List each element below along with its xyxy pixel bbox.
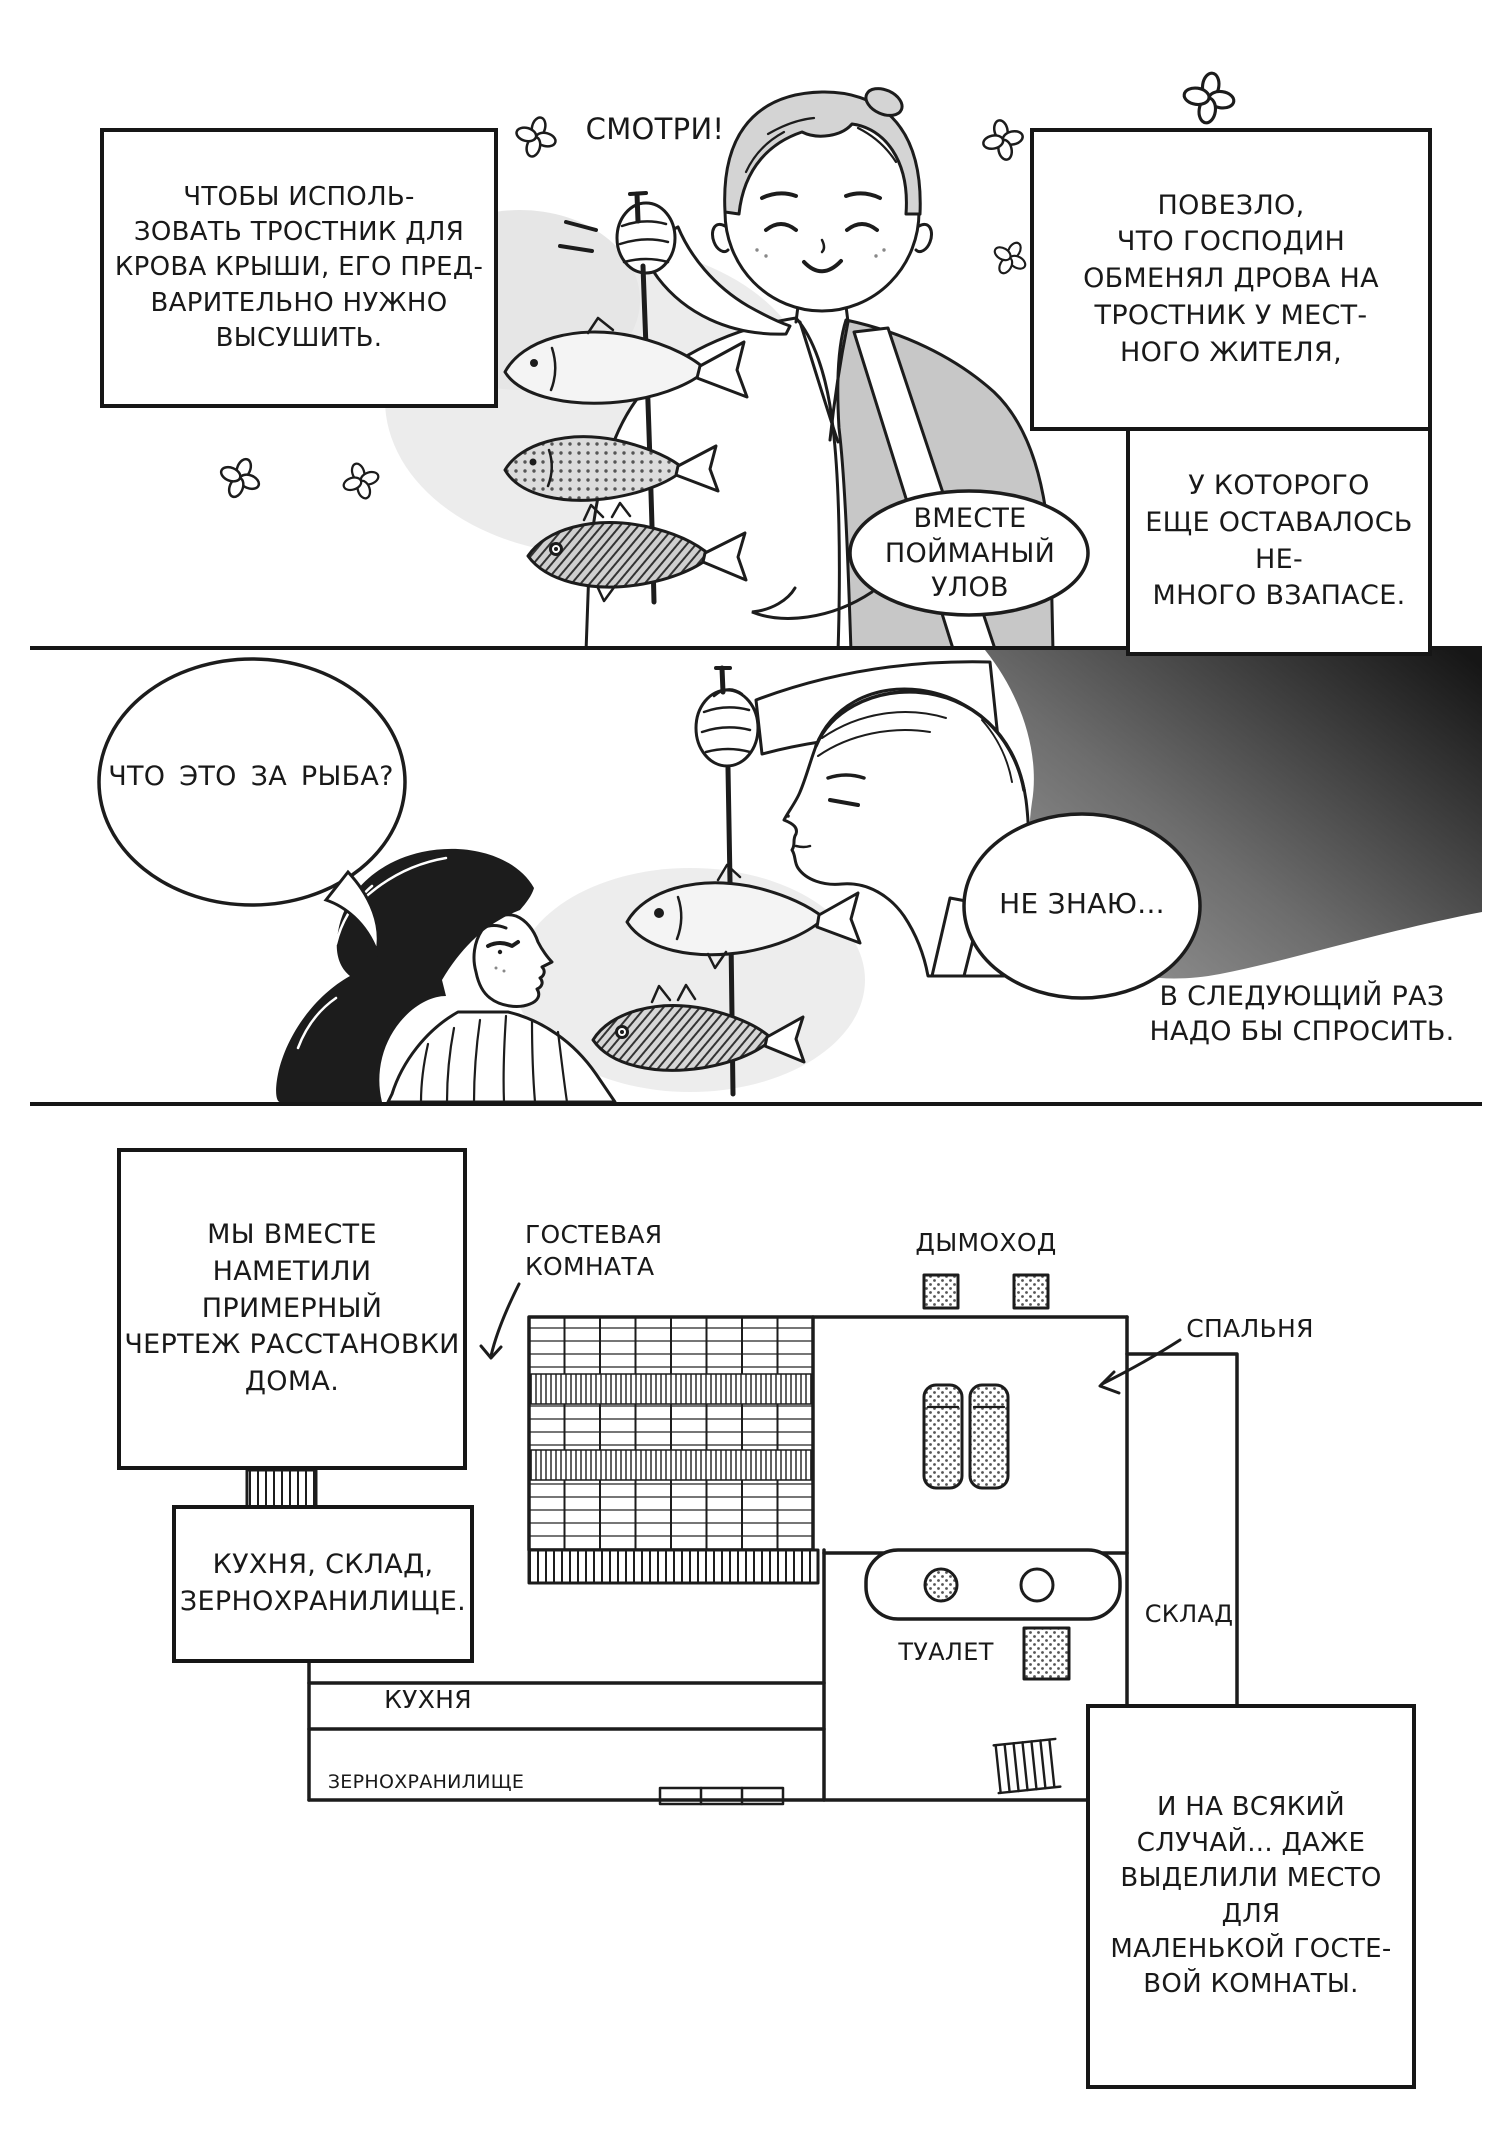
caption-box-plan: МЫ ВМЕСТЕ НАМЕТИЛИ ПРИМЕРНЫЙ ЧЕРТЕЖ РАСС… xyxy=(117,1148,467,1470)
label-bedroom: СПАЛЬНЯ xyxy=(1186,1314,1314,1343)
caption-next-time-text: В СЛЕДУЮЩИЙ РАЗ НАДО БЫ СПРОСИТЬ. xyxy=(1149,981,1455,1047)
caption-box-rooms: КУХНЯ, СКЛАД, ЗЕРНОХРАНИЛИЩЕ. xyxy=(172,1505,474,1663)
caption-box-guest-note: И НА ВСЯКИЙ СЛУЧАЙ... ДАЖЕ ВЫДЕЛИЛИ МЕСТ… xyxy=(1086,1704,1416,2089)
label-granary: ЗЕРНОХРАНИЛИЩЕ xyxy=(327,1770,525,1793)
label-kitchen: КУХНЯ xyxy=(384,1685,472,1714)
label-toilet: ТУАЛЕТ xyxy=(898,1637,994,1666)
label-storage: СКЛАД xyxy=(1144,1599,1234,1628)
panel2-frame xyxy=(30,646,1482,1106)
arrow-bedroom xyxy=(1098,1338,1182,1395)
speech-bubble-answer xyxy=(962,812,1202,1000)
bubble-question-text: ЧТО ЭТО ЗА РЫБА? xyxy=(108,760,394,792)
fish-icon-top xyxy=(503,316,749,405)
label-guest-room: ГОСТЕВАЯ КОМНАТА xyxy=(525,1220,663,1281)
panel2-artwork xyxy=(97,650,1482,1102)
bubble-catch-text: ВМЕСТЕ ПОЙМАНЫЙ УЛОВ xyxy=(884,503,1056,604)
arrow-guest-room xyxy=(479,1282,521,1360)
fish-icon-light xyxy=(625,863,862,970)
hearth-icon xyxy=(864,1548,1122,1621)
speech-bubble-catch xyxy=(751,489,1090,620)
toilet-square xyxy=(1022,1626,1071,1681)
fish-icon-hatched xyxy=(591,983,806,1072)
caption-connector xyxy=(245,1468,318,1511)
ladder-icon xyxy=(992,1737,1062,1795)
caption-box-reed: ЧТОБЫ ИСПОЛЬ- ЗОВАТЬ ТРОСТНИК ДЛЯ КРОВА … xyxy=(100,128,498,408)
fish-icon-bottom xyxy=(526,501,748,603)
speech-bubble-question xyxy=(97,657,407,958)
chimney-vents xyxy=(922,1273,1050,1310)
caption-box-trade: ПОВЕЗЛО, ЧТО ГОСПОДИН ОБМЕНЯЛ ДРОВА НА Т… xyxy=(1030,128,1432,431)
label-chimney: ДЫМОХОД xyxy=(915,1228,1057,1257)
panel3-floor-plan xyxy=(245,1273,1239,1806)
bed-icons xyxy=(922,1383,1010,1490)
caption-box-stock: У КОТОРОГО ЕЩЕ ОСТАВАЛОСЬ НЕ- МНОГО ВЗАП… xyxy=(1126,427,1432,656)
fish-icon-middle xyxy=(503,435,720,502)
guest-room-area xyxy=(527,1315,820,1585)
entry-step xyxy=(658,1786,785,1806)
woman-figure xyxy=(276,848,617,1102)
bubble-answer-text: НЕ ЗНАЮ... xyxy=(999,887,1165,921)
shout-text: СМОТРИ! xyxy=(585,112,725,147)
